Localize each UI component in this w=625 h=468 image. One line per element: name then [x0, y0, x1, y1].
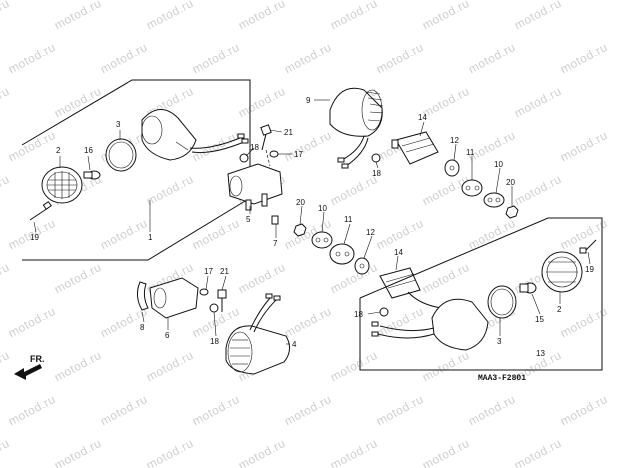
callout-1: 1: [148, 233, 153, 242]
plate-10-top: [483, 192, 505, 208]
callout-14-top: 14: [418, 113, 427, 122]
callout-19-right: 19: [585, 265, 594, 274]
callout-21-bottom: 21: [220, 267, 229, 276]
callout-15: 15: [535, 315, 544, 324]
callout-2-right: 2: [557, 305, 562, 314]
callout-9: 9: [306, 96, 311, 105]
clamp-8: [136, 281, 149, 311]
lens-2: [41, 166, 83, 204]
bulb-16: [83, 170, 101, 180]
screw-19-left: [29, 200, 52, 221]
bolt-21-bottom: [217, 289, 227, 312]
group-outline-1: [21, 79, 251, 261]
callout-17-top: 17: [294, 150, 303, 159]
group-outline-13: [359, 217, 603, 371]
lens-2-right: [541, 251, 583, 293]
collar-12-mid: [354, 257, 370, 275]
nut-18-lower: [379, 307, 389, 317]
callout-labels: 2 16 3 19 1 21 17 18 5 7 9 18 14 12 11 1…: [30, 96, 594, 358]
gasket-3-left: [105, 138, 137, 172]
callout-21-top: 21: [284, 128, 293, 137]
grommet-11-top: [461, 179, 483, 197]
nut-20-top: [505, 205, 519, 219]
nut-18-bottom: [209, 303, 219, 313]
callout-4: 4: [292, 340, 297, 349]
bracket-5: [227, 163, 283, 211]
callout-17-bottom: 17: [204, 267, 213, 276]
callout-18-bottom: 18: [210, 337, 219, 346]
callout-2: 2: [56, 146, 61, 155]
plate-10-mid: [311, 231, 333, 249]
callout-6: 6: [165, 331, 170, 340]
nut-20-mid: [293, 223, 307, 237]
socket-14-top: [391, 131, 439, 165]
callout-11-top: 11: [466, 148, 475, 157]
nut-18-mid: [371, 153, 381, 163]
callout-3-right: 3: [497, 337, 502, 346]
callout-3: 3: [116, 120, 121, 129]
lamp-body-13: [371, 298, 489, 351]
lamp-4: [225, 293, 290, 375]
callout-5: 5: [246, 215, 251, 224]
axis-top: [265, 149, 271, 167]
grommet-11-mid: [329, 243, 355, 265]
leader-lines: [33, 99, 591, 345]
callout-13: 13: [536, 349, 545, 358]
socket-14-mid: [379, 267, 443, 309]
callout-19: 19: [30, 233, 39, 242]
bulb-15: [519, 282, 537, 294]
front-direction-arrow: [14, 364, 42, 380]
washer-17-top: [269, 150, 279, 158]
housing-left-rear: [141, 109, 249, 161]
callout-12-mid: 12: [366, 228, 375, 237]
callout-18-mid: 18: [372, 169, 381, 178]
front-direction-label: FR.: [30, 354, 45, 364]
callout-18-top: 18: [250, 143, 259, 152]
callout-14-mid: 14: [394, 248, 403, 257]
callout-8: 8: [140, 323, 145, 332]
callout-7: 7: [273, 239, 278, 248]
callout-18-lower: 18: [354, 310, 363, 319]
callout-20-top: 20: [506, 178, 515, 187]
callout-12-top: 12: [450, 136, 459, 145]
callout-11-mid: 11: [344, 215, 353, 224]
gasket-3-right: [487, 285, 517, 319]
callout-10-top: 10: [494, 160, 503, 169]
diagram-code: MAA3-F2801: [478, 374, 526, 383]
callout-20-mid: 20: [296, 198, 305, 207]
bolt-21-top: [260, 124, 272, 151]
clip-7: [271, 215, 279, 225]
callout-16: 16: [84, 146, 93, 155]
callout-10-mid: 10: [318, 204, 327, 213]
screw-19-right: [579, 239, 597, 254]
bracket-6: [149, 277, 199, 319]
collar-12-top: [444, 159, 460, 177]
lamp-body-9: [329, 87, 384, 169]
washer-17-bottom: [199, 288, 209, 296]
